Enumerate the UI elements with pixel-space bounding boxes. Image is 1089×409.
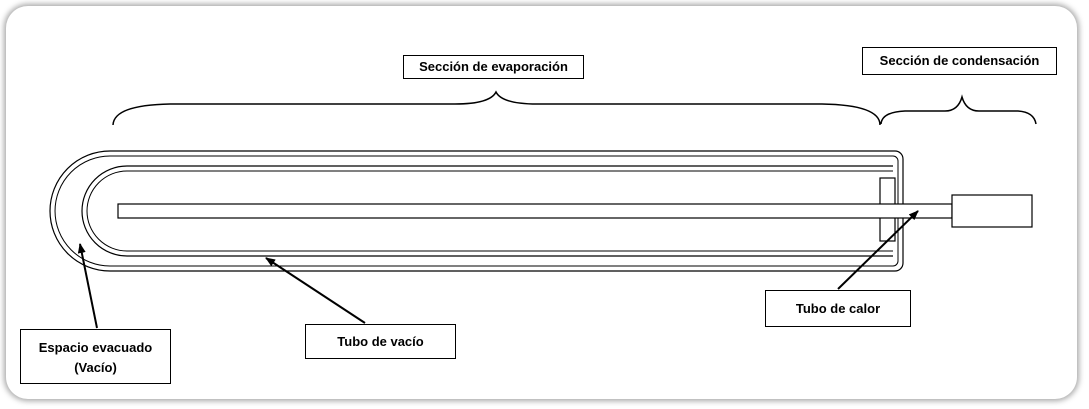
evacuated-space-label: Espacio evacuado (Vacío) [20,329,171,384]
condenser-bulb [951,194,1033,228]
condensation-section-label: Sección de condensación [862,47,1057,75]
evaporation-section-label: Sección de evaporación [403,55,584,79]
vacuum-tube-arrow [265,257,366,324]
evacuated-space-text-line1: Espacio evacuado [38,340,153,355]
inner-absorber-tube [81,165,893,257]
evaporation-section-brace [112,90,881,126]
evacuated-space-text-line2: (Vacío) [74,360,117,375]
heat-pipe-text: Tubo de calor [795,301,881,316]
heat-pipe-arrow [837,210,919,290]
evaporation-section-text: Sección de evaporación [419,59,568,74]
vacuum-tube-text: Tubo de vacío [337,334,424,349]
condensation-section-brace [880,94,1037,125]
heat-pipe-label: Tubo de calor [765,290,911,327]
inner-absorber-tube-wall [86,170,893,252]
condensation-section-text: Sección de condensación [879,53,1040,68]
evacuated-space-arrow [77,243,98,329]
heat-pipe-rod [117,203,953,219]
vacuum-tube-label: Tubo de vacío [305,324,456,359]
